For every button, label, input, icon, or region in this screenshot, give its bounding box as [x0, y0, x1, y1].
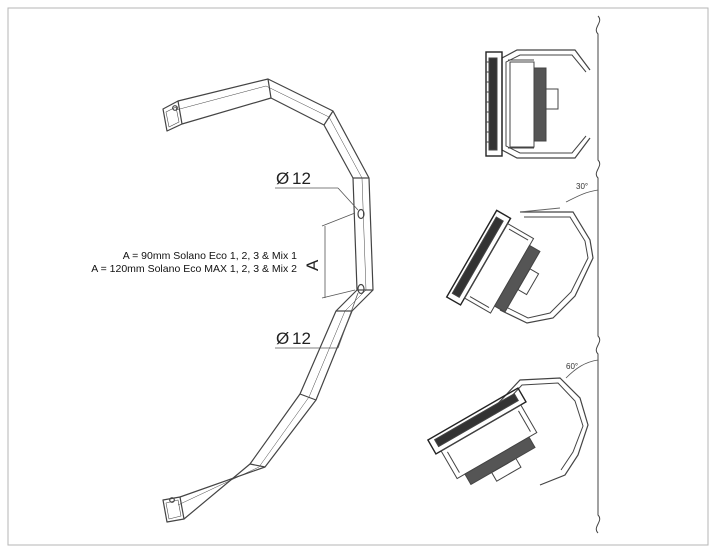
- heater-view-60deg: [426, 359, 599, 486]
- diameter-value-top: 12: [292, 169, 311, 188]
- diameter-symbol-bottom: Ø: [276, 329, 289, 348]
- note-line-2: A = 120mm Solano Eco MAX 1, 2, 3 & Mix 2: [91, 263, 297, 275]
- diameter-value-bottom: 12: [292, 329, 311, 348]
- wall-line: [595, 15, 601, 534]
- diameter-symbol-top: Ø: [276, 169, 289, 188]
- angle-label-60: 60°: [566, 362, 578, 371]
- drawing-border: [7, 7, 709, 546]
- bracket-frame: [162, 78, 374, 523]
- dimension-label-a: A: [303, 259, 322, 271]
- angle-label-30: 30°: [576, 182, 588, 191]
- dimension-lines: [275, 187, 359, 349]
- heater-view-30deg: [445, 189, 599, 324]
- heater-view-straight: [485, 49, 591, 159]
- note-line-1: A = 90mm Solano Eco 1, 2, 3 & Mix 1: [123, 250, 297, 262]
